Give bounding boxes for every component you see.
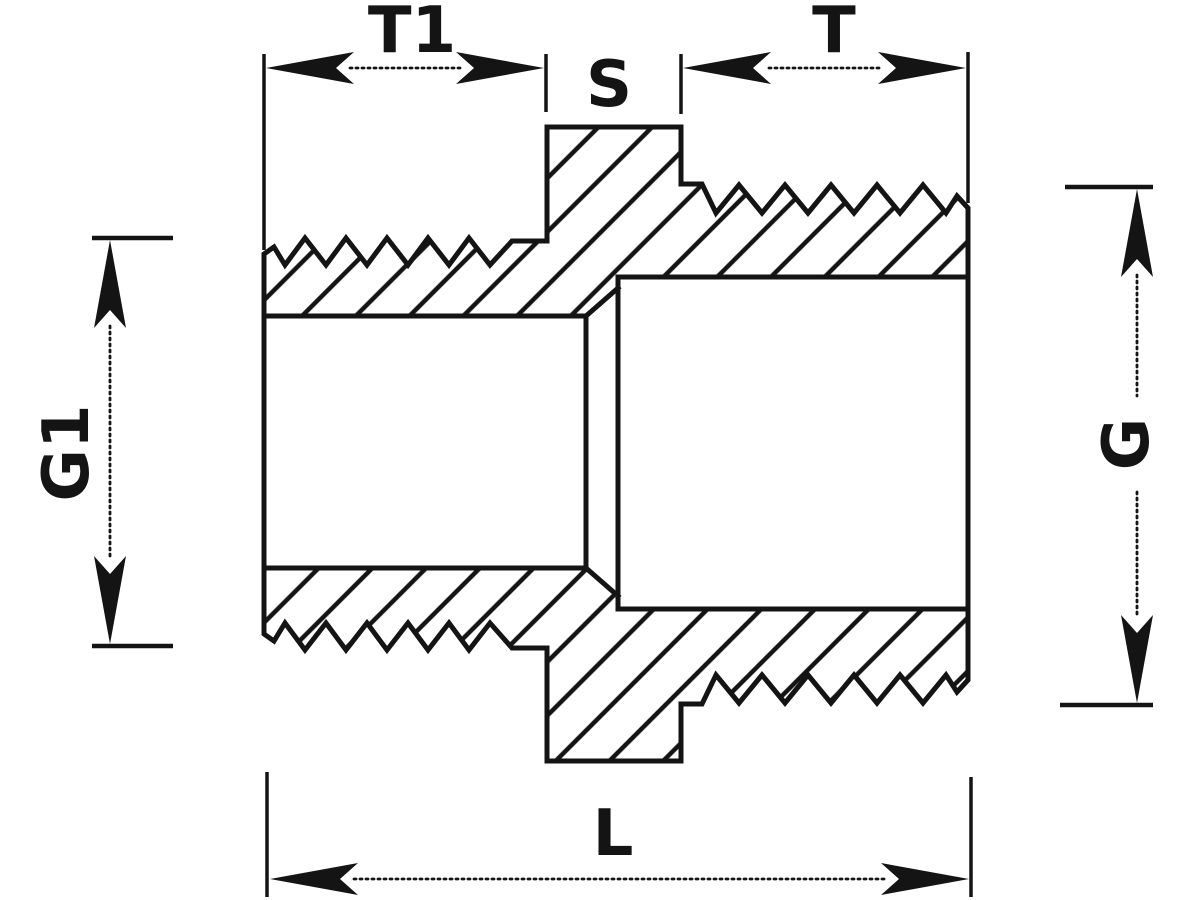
t-arrow-right (878, 52, 966, 84)
g-label: G (1090, 418, 1164, 471)
t1-arrow-left (266, 52, 354, 84)
t1-arrow-right (456, 52, 544, 84)
part-outline (261, 124, 971, 764)
part-cross-section (261, 124, 971, 764)
t-arrow-left (683, 52, 771, 84)
l-arrow-left (270, 863, 358, 895)
bore-cone-top (582, 284, 622, 320)
l-arrow-right (881, 863, 969, 895)
t1-label: T1 (368, 0, 456, 68)
g1-label: G1 (30, 404, 104, 501)
l-label: L (593, 797, 634, 871)
bore-cone-bottom (582, 564, 622, 600)
dimension-t1: T1 (262, 0, 544, 250)
dimension-t: T (683, 0, 970, 203)
dimension-s: S (544, 48, 683, 122)
g1-arrow-up (94, 240, 126, 328)
g1-arrow-down (94, 556, 126, 644)
s-label: S (586, 48, 632, 122)
g-arrow-up (1121, 189, 1153, 277)
g-arrow-down (1121, 615, 1153, 703)
bore-lines (261, 274, 971, 612)
t-label: T (812, 0, 856, 68)
section-hatching (264, 127, 968, 761)
dimension-l: L (265, 772, 973, 897)
dimension-g: G (1060, 184, 1164, 708)
dimension-g1: G1 (30, 235, 173, 649)
